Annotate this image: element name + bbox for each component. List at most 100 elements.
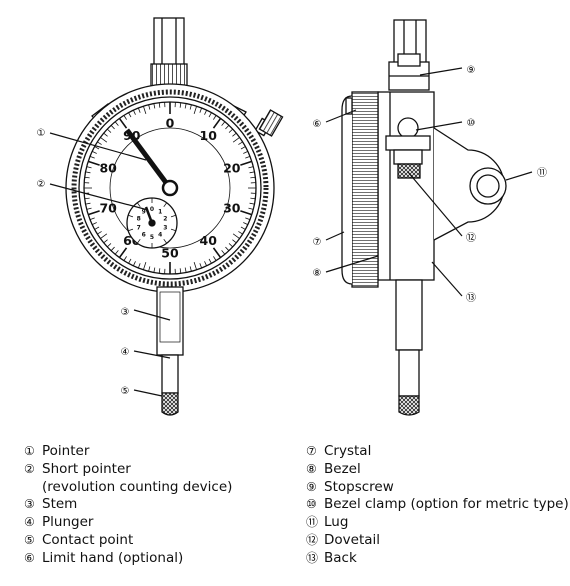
dial-tick	[240, 210, 253, 216]
dial-tick	[189, 104, 192, 110]
dovetail	[397, 163, 421, 179]
legend-label: Contact point	[42, 531, 134, 548]
top-cap	[153, 17, 185, 67]
legend-num: ⑦	[306, 444, 317, 458]
dial-tick	[221, 121, 226, 126]
legend-item-back: ⑬ Back	[306, 550, 569, 568]
dial-tick	[208, 112, 212, 118]
callout-3: ③	[121, 307, 130, 318]
legend-label: Short pointer	[42, 460, 131, 477]
contact-point	[161, 392, 179, 416]
dial-tick	[110, 246, 115, 251]
legend-num: ⑩	[306, 497, 317, 512]
legend-right: ⑦ Crystal ⑧ Bezel ⑨ Stopscrew ⑩ Bezel cl…	[306, 443, 569, 568]
legend-item-dovetail: ⑫ Dovetail	[306, 532, 569, 550]
callout-7: ⑦	[313, 237, 322, 248]
dial-tick	[221, 250, 226, 255]
dial-tick	[87, 160, 100, 166]
dial-tick	[133, 261, 136, 266]
dial-tick	[107, 128, 112, 133]
dial-tick	[243, 222, 248, 225]
dial-tick	[184, 103, 187, 109]
callout-5: ⑤	[121, 386, 130, 397]
revolution-tick	[170, 228, 176, 232]
dial-tick	[225, 246, 230, 251]
dial-tick	[153, 103, 156, 109]
revolution-number: 6	[142, 231, 146, 238]
dial-tick	[245, 217, 251, 221]
callout-11: ⑪	[537, 167, 547, 179]
dial-tick	[114, 250, 119, 255]
side-screw	[254, 109, 284, 137]
dial-tick	[87, 210, 100, 216]
callout-4: ④	[121, 347, 130, 358]
stopscrew	[388, 53, 430, 91]
dial-tick	[114, 121, 119, 126]
dial-tick	[84, 176, 90, 179]
legend-label: Limit hand (optional)	[42, 549, 184, 566]
dial-tick	[123, 115, 127, 120]
revolution-number: 9	[142, 209, 146, 216]
dial-tick	[179, 268, 182, 274]
dial-tick	[137, 107, 141, 113]
revolution-number: 7	[137, 224, 141, 231]
legend-num: ①	[24, 444, 35, 458]
callouts: ① ② ③ ④ ⑤ ⑥ ⑦ ⑧ ⑨ ⑩ ⑪ ⑫ ⑬	[37, 65, 547, 397]
dial-tick	[240, 160, 253, 166]
dial-tick	[204, 110, 207, 115]
dial-tick	[189, 266, 192, 272]
dial-tick	[212, 117, 222, 129]
dial-number: 30	[223, 201, 241, 216]
dial-tick	[199, 263, 203, 269]
dial-tick	[248, 207, 254, 210]
callout-9: ⑨	[467, 65, 476, 76]
legend-label: Lug	[324, 514, 349, 531]
revolution-number: 5	[150, 234, 154, 241]
dial-tick	[92, 222, 97, 225]
legend-item-pointer: ① Pointer	[24, 443, 232, 461]
dial-number: 20	[223, 160, 241, 175]
dial-tick	[97, 141, 102, 145]
dial-tick	[213, 256, 217, 261]
legend-item-bezel-clamp: ⑩ Bezel clamp (option for metric type)	[306, 496, 569, 514]
dial-tick	[128, 112, 132, 118]
legend-item-plunger: ④ Plunger	[24, 514, 232, 532]
dial-tick	[212, 247, 222, 259]
dial-tick	[240, 226, 246, 230]
dial-tick	[250, 197, 256, 200]
side-view	[341, 19, 507, 416]
dial-tick	[243, 151, 248, 154]
bezel-clamp	[385, 117, 431, 165]
legend-label: Plunger	[42, 514, 94, 531]
dial-tick	[184, 267, 187, 273]
pointer	[124, 128, 173, 190]
dial-tick	[208, 258, 212, 264]
dial-number: 50	[161, 246, 179, 261]
dial-tick	[103, 132, 108, 137]
dial-tick	[250, 176, 256, 179]
legend-item-limit-hand: ⑥ Limit hand (optional)	[24, 550, 232, 568]
revolution-number: 3	[163, 224, 167, 231]
revolution-number: 8	[137, 216, 141, 223]
callout-12: ⑫	[466, 232, 476, 244]
stem	[156, 286, 184, 356]
dial-tick	[193, 262, 197, 270]
side-contact-point	[398, 395, 420, 416]
revolution-tick	[128, 214, 134, 218]
side-stem	[395, 279, 423, 351]
dial-tick	[94, 226, 100, 230]
legend-num: ⑨	[306, 479, 317, 494]
dial-number: 80	[99, 160, 117, 175]
dial-tick	[213, 115, 217, 120]
dial-tick	[232, 137, 240, 143]
dial-tick	[86, 166, 92, 169]
dial-tick	[94, 146, 100, 150]
dial-tick	[249, 202, 255, 205]
revolution-tick	[136, 202, 141, 208]
dial-tick	[86, 207, 92, 210]
main-dial-ticks	[84, 102, 256, 274]
dial-tick	[123, 256, 127, 261]
callout-6: ⑥	[313, 119, 322, 130]
revolution-tick	[170, 214, 176, 218]
